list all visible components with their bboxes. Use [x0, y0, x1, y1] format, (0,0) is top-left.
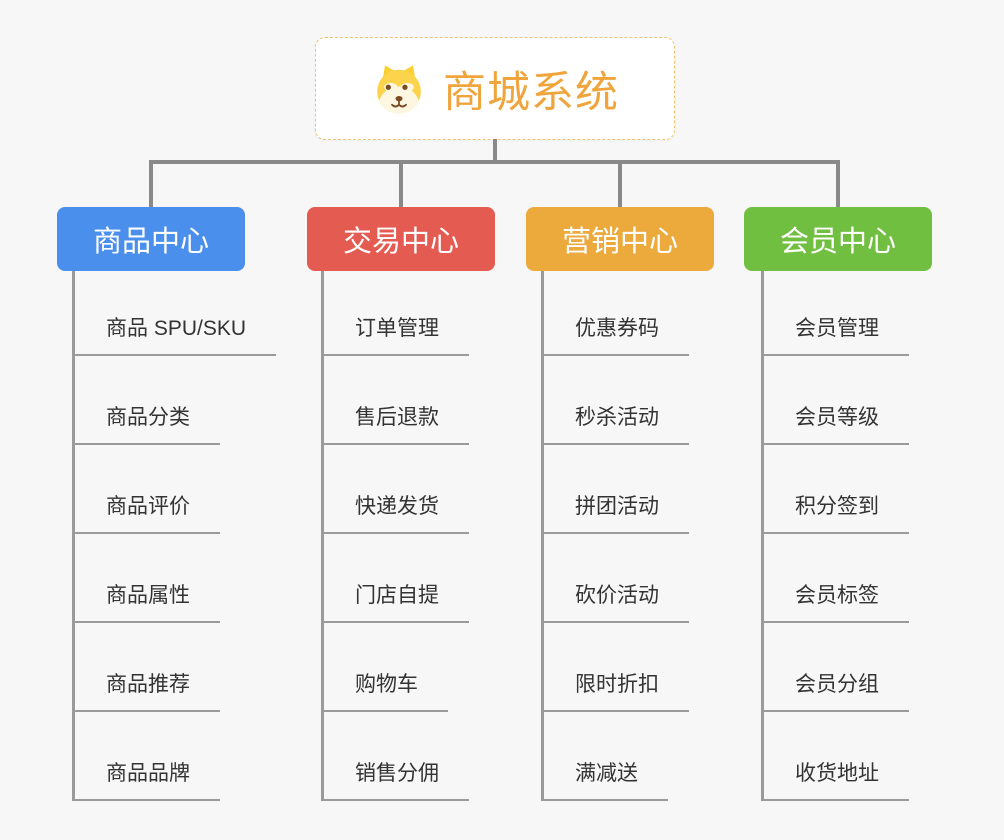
branch-label: 商品中心 [92, 226, 209, 258]
subtopic-item[interactable]: 满减送 [541, 759, 668, 801]
dog-face-icon [371, 61, 427, 117]
subtopic-item[interactable]: 砍价活动 [541, 581, 689, 623]
subtopic-item[interactable]: 销售分佣 [321, 759, 469, 801]
subtopic-item[interactable]: 秒杀活动 [541, 403, 689, 445]
connector-branch-drop [836, 160, 840, 208]
subtopic-item[interactable]: 商品属性 [72, 581, 220, 623]
subtopic-item[interactable]: 商品推荐 [72, 670, 220, 712]
connector-root-drop [493, 139, 497, 163]
subtopic-item[interactable]: 拼团活动 [541, 492, 689, 534]
branch-label: 交易中心 [342, 226, 459, 258]
branch-label: 营销中心 [561, 226, 678, 258]
subtopic-item[interactable]: 会员管理 [761, 314, 909, 356]
branch-spine [541, 271, 544, 800]
subtopic-item[interactable]: 会员标签 [761, 581, 909, 623]
branch-spine [72, 271, 75, 800]
subtopic-item[interactable]: 优惠券码 [541, 314, 689, 356]
branch-label: 会员中心 [779, 226, 896, 258]
root-node-label: 商城系统 [443, 68, 619, 117]
branch-spine [761, 271, 764, 800]
branch-node-marketing-center[interactable]: 营销中心 [526, 207, 714, 271]
subtopic-item[interactable]: 购物车 [321, 670, 448, 712]
connector-branch-drop [618, 160, 622, 208]
root-node-mall-system[interactable]: 商城系统 [315, 37, 675, 140]
subtopic-item[interactable]: 订单管理 [321, 314, 469, 356]
subtopic-item[interactable]: 会员分组 [761, 670, 909, 712]
subtopic-item[interactable]: 商品品牌 [72, 759, 220, 801]
subtopic-item[interactable]: 积分签到 [761, 492, 909, 534]
subtopic-item[interactable]: 会员等级 [761, 403, 909, 445]
subtopic-item[interactable]: 快递发货 [321, 492, 469, 534]
branch-spine [321, 271, 324, 800]
subtopic-item[interactable]: 商品评价 [72, 492, 220, 534]
branch-node-product-center[interactable]: 商品中心 [57, 207, 245, 271]
subtopic-item[interactable]: 售后退款 [321, 403, 469, 445]
subtopic-item[interactable]: 门店自提 [321, 581, 469, 623]
branch-node-trade-center[interactable]: 交易中心 [307, 207, 495, 271]
subtopic-item[interactable]: 限时折扣 [541, 670, 689, 712]
connector-branch-drop [399, 160, 403, 208]
connector-branch-drop [149, 160, 153, 208]
connector-horizontal-rail [149, 160, 840, 164]
subtopic-item[interactable]: 商品 SPU/SKU [72, 314, 277, 356]
subtopic-item[interactable]: 收货地址 [761, 759, 909, 801]
subtopic-item[interactable]: 商品分类 [72, 403, 220, 445]
branch-node-member-center[interactable]: 会员中心 [744, 207, 932, 271]
